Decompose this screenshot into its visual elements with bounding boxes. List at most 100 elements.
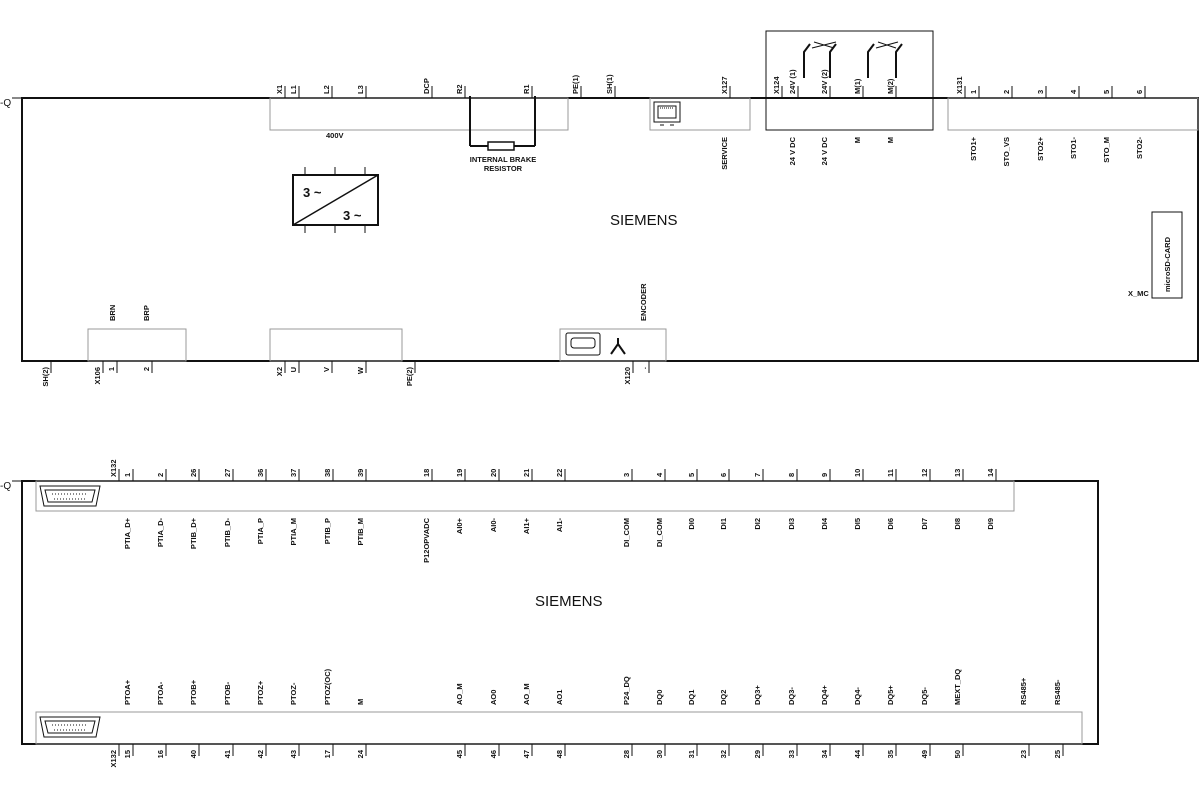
controller-bottom-inner-label: DQ3- <box>787 687 796 705</box>
controller-top-terminal-label: 39 <box>356 469 365 477</box>
drive-bottom-terminal-label: W <box>356 366 365 374</box>
drive-top-terminal-label: 4 <box>1069 89 1078 94</box>
controller-top-terminal-label: 37 <box>289 469 298 477</box>
controller-top-terminal-label: 7 <box>753 473 762 477</box>
motor-terminal-block <box>269 328 403 362</box>
controller-bottom-terminal-label: 34 <box>820 749 829 758</box>
drive-top-inner-label: M <box>853 137 862 143</box>
drive-reference-designator: -Q <box>0 98 11 109</box>
power-voltage-label: 400V <box>326 131 344 140</box>
drive-top-terminal-label: DCP <box>422 78 431 94</box>
controller-bottom-terminal-block <box>35 711 1083 745</box>
controller-top-terminal-label: 26 <box>189 469 198 477</box>
controller-bottom-inner-label: M <box>356 699 365 705</box>
controller-top-terminal-label: 38 <box>323 469 332 477</box>
controller-top-inner-label: DI1 <box>719 518 728 530</box>
drive-bottom-terminal-label: SH(2) <box>41 367 50 387</box>
controller-bottom-inner-label: DQ4- <box>853 687 862 705</box>
controller-top-terminal-block <box>35 480 1015 512</box>
rj45-port-icon <box>653 101 681 126</box>
controller-bottom-terminal-label: 50 <box>953 750 962 758</box>
controller-top-terminal-label: 36 <box>256 469 265 477</box>
controller-reference-designator: -Q <box>0 481 11 492</box>
controller-bottom-inner-label: PTOB+ <box>189 679 198 705</box>
drive-bottom-terminal-label: PE(2) <box>405 366 414 386</box>
controller-top-inner-label: DI6 <box>886 518 895 530</box>
controller-bottom-inner-label: AO_M <box>522 683 531 705</box>
drive-bottom-terminal-label: X106 <box>93 367 102 385</box>
controller-top-inner-label: DI8 <box>953 518 962 530</box>
dsub-connector-bottom-icon <box>39 716 101 738</box>
controller-top-inner-label: DI_COM <box>622 518 631 547</box>
drive-outline <box>21 97 1199 362</box>
controller-top-terminal-label: 9 <box>820 473 829 477</box>
drive-top-terminal-label: PE(1) <box>571 74 580 94</box>
controller-bottom-terminal-label: 16 <box>156 750 165 758</box>
internal-brake-resistor: INTERNAL BRAKE RESISTOR <box>469 96 537 173</box>
controller-bottom-inner-label: DQ4+ <box>820 685 829 705</box>
drive-module: -Q 400V INTERNAL BRAKE RESISTOR <box>0 30 1199 362</box>
drive-bottom-terminal-label: 2 <box>142 367 151 371</box>
controller-top-inner-label: DI9 <box>986 518 995 530</box>
controller-top-terminal-label: 11 <box>886 469 895 477</box>
drive-top-terminal-label: 5 <box>1102 90 1111 94</box>
controller-bottom-terminal-label: 48 <box>555 750 564 758</box>
controller-top-inner-label: PTIB_M <box>356 518 365 546</box>
controller-bottom-inner-label: DQ5+ <box>886 685 895 705</box>
controller-brand-label: SIEMENS <box>535 593 603 610</box>
drive-top-inner-label: STO1+ <box>969 136 978 160</box>
controller-top-inner-label: P12OPVADC <box>422 517 431 562</box>
controller-top-terminal-label: 20 <box>489 469 498 477</box>
controller-top-terminal-label: 14 <box>986 468 995 477</box>
encoder-connector-icon <box>565 332 626 356</box>
controller-bottom-inner-label: RS485- <box>1053 679 1062 705</box>
controller-top-terminal-label: 2 <box>156 473 165 477</box>
controller-bottom-terminal-label: 23 <box>1019 750 1028 758</box>
controller-top-terminal-label: 6 <box>719 473 728 477</box>
controller-bottom-inner-label: DQ3+ <box>753 685 762 705</box>
controller-bottom-terminal-label: 46 <box>489 750 498 758</box>
drive-bottom-inner-label: ENCODER <box>639 283 648 321</box>
controller-bottom-terminal-label: 35 <box>886 750 895 758</box>
controller-top-inner-label: AI0- <box>489 518 498 533</box>
controller-top-terminal-label: 10 <box>853 469 862 477</box>
brake-terminal-block <box>87 328 187 362</box>
drive-top-inner-label: STO1- <box>1069 137 1078 159</box>
drive-top-terminal-label: X127 <box>720 76 729 94</box>
power-terminal-block <box>269 97 569 131</box>
controller-top-terminal-label: 8 <box>787 473 796 477</box>
controller-top-terminal-label: 13 <box>953 469 962 477</box>
drive-top-terminal-label: 24V (2) <box>820 69 829 94</box>
controller-bottom-inner-label: AO1 <box>555 690 564 705</box>
brake-resistor-label-line1: INTERNAL BRAKE <box>470 155 537 164</box>
drive-top-terminal-label: 3 <box>1036 90 1045 94</box>
controller-top-terminal-label: 5 <box>687 473 696 477</box>
controller-top-terminal-label: 18 <box>422 469 431 477</box>
controller-bottom-inner-label: MEXT_DQ <box>953 669 962 705</box>
controller-top-inner-label: PTIB_P <box>323 518 332 544</box>
controller-bottom-inner-label: PTOB- <box>223 681 232 705</box>
controller-top-inner-label: DI7 <box>920 518 929 530</box>
controller-bottom-inner-label: PTOA- <box>156 681 165 705</box>
microsd-slot[interactable] <box>1151 211 1183 299</box>
controller-top-terminal-label: 12 <box>920 469 929 477</box>
converter-output-phase: 3 ~ <box>343 208 362 223</box>
safety-terminal-block <box>947 97 1199 131</box>
drive-top-inner-label: STO_VS <box>1002 137 1011 166</box>
controller-top-inner-label: DI3 <box>787 518 796 530</box>
controller-top-terminal-label: 4 <box>655 472 664 477</box>
controller-top-inner-label: AI1- <box>555 518 564 533</box>
drive-bottom-terminal-label: X120 <box>623 367 632 385</box>
controller-bottom-terminal-label: 41 <box>223 750 232 758</box>
controller-bottom-terminal-label: 44 <box>853 749 862 758</box>
controller-bottom-terminal-label: 29 <box>753 750 762 758</box>
controller-bottom-terminal-label: 43 <box>289 750 298 758</box>
controller-bottom-terminal-label: 25 <box>1053 750 1062 758</box>
controller-module: -Q SIEMENS <box>0 480 1099 745</box>
drive-top-terminal-label: SH(1) <box>605 74 614 94</box>
controller-bottom-inner-label: PTOZ(OC) <box>323 668 332 705</box>
drive-bottom-terminal-label: 1 <box>107 367 116 371</box>
